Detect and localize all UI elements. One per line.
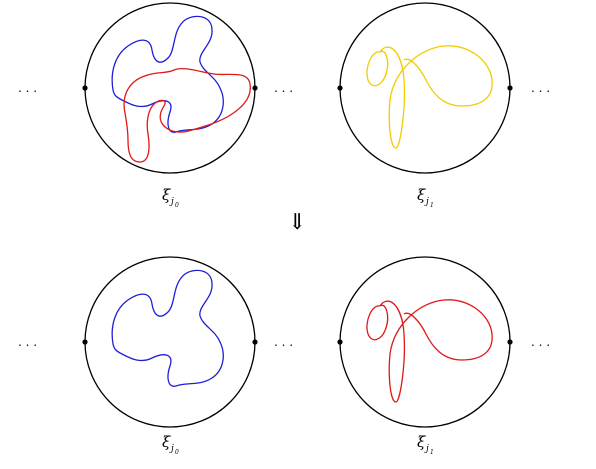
boundary-point-right [252,85,258,91]
disk-j1-after [337,256,513,428]
ellipsis-right-bottom: . . . [531,335,550,349]
boundary-point-right [507,85,513,91]
disk-j1-before [337,2,513,174]
xi-symbol: ξ [417,433,426,451]
boundary-point-left [337,339,343,345]
disk-boundary [339,256,511,428]
subscript-j: j [424,197,429,207]
red-loop [123,68,251,163]
boundary-point-left [82,85,88,91]
boundary-point-right [252,339,258,345]
xi-symbol: ξ [417,186,426,204]
ellipsis-left-bottom: . . . [18,335,37,349]
boundary-point-left [82,339,88,345]
row-before: . . . . . . . . . ξ j 0 ξ j 1 [18,2,550,209]
subscript-index: 0 [175,449,179,456]
blue-loop [111,269,224,387]
red-loop [366,299,493,403]
boundary-point-left [337,85,343,91]
ellipsis-middle-bottom: . . . [274,335,293,349]
disk-boundary [84,2,256,174]
label-xi-j1-bottom: ξ j 1 [417,433,434,456]
row-after: . . . . . . . . . ξ j 0 ξ j 1 [18,256,550,456]
label-xi-j1-top: ξ j 1 [417,186,434,209]
label-xi-j0-top: ξ j 0 [162,186,179,209]
subscript-j: j [169,444,174,454]
yellow-loop [366,45,493,149]
subscript-index: 0 [175,202,179,209]
ellipsis-middle-top: . . . [274,81,293,95]
ellipsis-right-top: . . . [531,81,550,95]
subscript-index: 1 [430,449,434,456]
implies-down-arrow: ⇓ [288,210,306,235]
subscript-index: 1 [430,202,434,209]
blue-loop [111,15,224,133]
label-xi-j0-bottom: ξ j 0 [162,433,179,456]
subscript-j: j [424,444,429,454]
boundary-point-right [507,339,513,345]
disk-j0-before [82,2,258,174]
disk-boundary [339,2,511,174]
subscript-j: j [169,197,174,207]
xi-symbol: ξ [162,186,171,204]
disk-boundary [84,256,256,428]
xi-symbol: ξ [162,433,171,451]
disk-j0-after [82,256,258,428]
ellipsis-left-top: . . . [18,81,37,95]
